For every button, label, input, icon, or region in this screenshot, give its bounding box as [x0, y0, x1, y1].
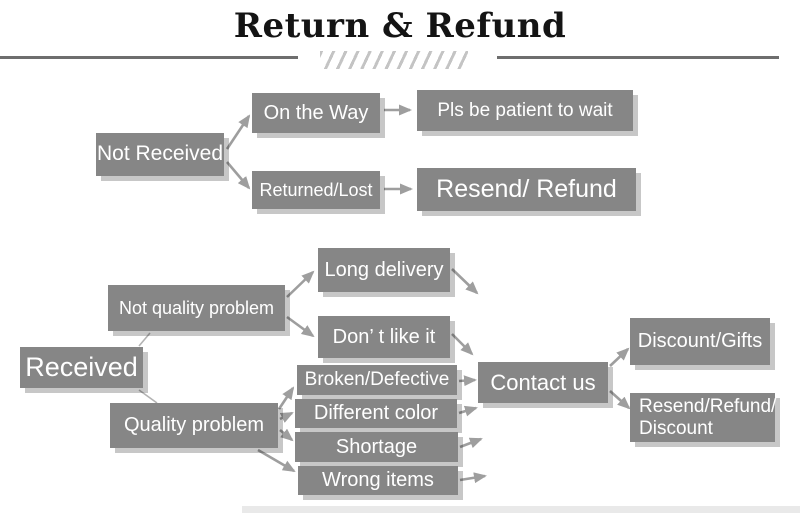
node-resend-refund: Resend/ Refund — [417, 168, 636, 211]
node-not-quality-problem: Not quality problem — [108, 285, 285, 331]
flow-arrow — [458, 375, 477, 387]
flow-line — [138, 332, 151, 347]
flow-arrow — [257, 448, 296, 473]
flow-arrow — [609, 347, 630, 367]
flow-arrow — [459, 472, 487, 484]
flow-arrow — [279, 428, 294, 442]
node-resend-refund-discount: Resend/Refund/ Discount — [630, 393, 776, 442]
flow-arrow — [459, 437, 483, 449]
node-broken-defective: Broken/Defective — [297, 365, 457, 395]
flow-line — [138, 389, 158, 404]
title-rule-right — [497, 56, 779, 59]
node-on-the-way: On the Way — [252, 93, 380, 133]
flow-arrow — [609, 390, 631, 410]
node-received: Received — [20, 347, 143, 388]
node-contact-us: Contact us — [478, 362, 608, 403]
node-dont-like-it: Don’ t like it — [318, 316, 450, 358]
node-not-received: Not Received — [96, 133, 224, 176]
node-long-delivery: Long delivery — [318, 248, 450, 292]
node-returned-lost: Returned/Lost — [252, 171, 380, 209]
node-pls-be-patient: Pls be patient to wait — [417, 90, 633, 131]
node-different-color: Different color — [295, 399, 457, 428]
node-quality-problem: Quality problem — [110, 403, 278, 448]
node-discount-gifts: Discount/Gifts — [630, 318, 770, 365]
page-title: Return & Refund — [233, 6, 567, 46]
flow-arrow — [225, 114, 251, 150]
flow-arrow — [277, 386, 295, 410]
bottom-edge-band — [242, 506, 800, 513]
title-rule-left — [0, 56, 298, 59]
flow-arrow — [286, 270, 315, 298]
hatch-decoration — [320, 51, 468, 69]
flow-arrow — [279, 411, 294, 423]
flow-arrow — [226, 161, 251, 190]
flow-arrow — [451, 333, 474, 356]
flow-arrow — [286, 315, 315, 338]
node-shortage: Shortage — [295, 432, 458, 462]
node-wrong-items: Wrong items — [298, 466, 458, 495]
flow-arrow — [451, 268, 479, 295]
flow-arrow — [458, 405, 478, 417]
